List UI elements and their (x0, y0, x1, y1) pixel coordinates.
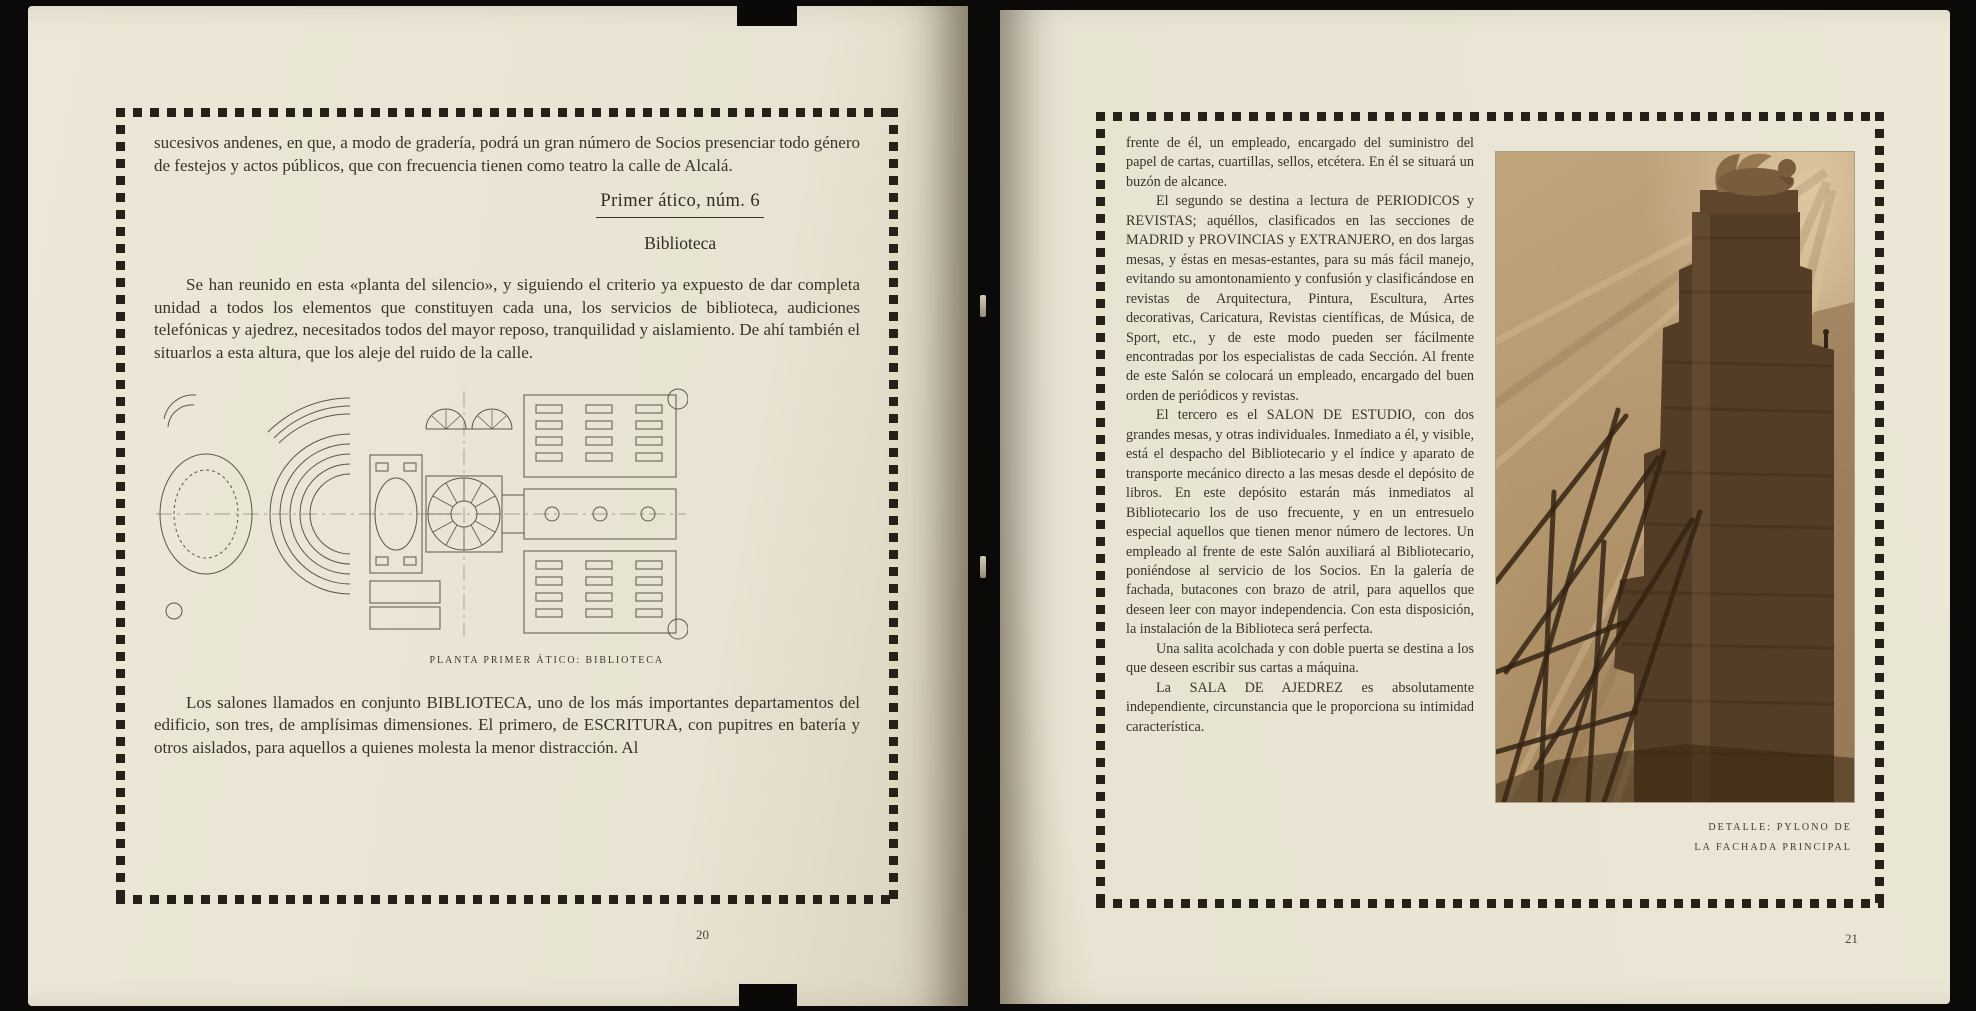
paragraph: El segundo se destina a lectura de PERIO… (1126, 193, 1474, 404)
right-page-dotted-frame: frente de él, un empleado, encargado del… (1096, 112, 1884, 908)
paragraph: Una salita acolchada y con doble puerta … (1126, 640, 1474, 677)
left-page: sucesivos andenes, en que, a modo de gra… (28, 6, 968, 1006)
pylon-photo-image (1496, 152, 1854, 802)
right-page-columns: frente de él, un empleado, encargado del… (1126, 134, 1854, 858)
scan-mark-top (737, 0, 797, 26)
right-page: frente de él, un empleado, encargado del… (1000, 10, 1950, 1004)
binding-staple (980, 556, 986, 578)
paragraph-intro: Se han reunido en esta «planta del silen… (154, 275, 860, 363)
section-subheading: Biblioteca (644, 233, 717, 254)
paragraph: La SALA DE AJEDREZ es absolutamente inde… (1126, 679, 1474, 735)
pylon-photo (1496, 152, 1854, 802)
floor-plan-figure: PLANTA PRIMER ÁTICO: BIBLIOTECA (154, 385, 688, 666)
right-text-column: frente de él, un empleado, encargado del… (1126, 134, 1474, 858)
photo-column: DETALLE: PYLONO DE LA FACHADA PRINCIPAL (1496, 152, 1854, 858)
section-heading-block: Primer ático, núm. 6 Biblioteca (596, 191, 764, 254)
scan-mark-bottom (739, 984, 797, 1011)
paragraph: frente de él, un empleado, encargado del… (1126, 135, 1474, 190)
paragraph: El tercero es el SALON DE ESTUDIO, con d… (1126, 407, 1474, 638)
floor-plan-drawing (156, 388, 688, 640)
paragraph-continuation: sucesivos andenes, en que, a modo de gra… (154, 133, 860, 175)
photo-caption-line1: DETALLE: PYLONO DE (1708, 822, 1852, 833)
page-number-left: 20 (696, 927, 709, 942)
sphinx-sculpture (1700, 153, 1798, 214)
page-number-right: 21 (1845, 931, 1858, 946)
paragraph-salones: Los salones llamados en conjunto BIBLIOT… (154, 692, 860, 757)
section-heading: Primer ático, núm. 6 (596, 191, 764, 219)
binding-staple (980, 295, 986, 317)
floor-plan-caption: PLANTA PRIMER ÁTICO: BIBLIOTECA (429, 654, 664, 666)
left-page-dotted-frame: sucesivos andenes, en que, a modo de gra… (116, 108, 898, 904)
photo-caption-line2: LA FACHADA PRINCIPAL (1694, 842, 1852, 853)
photo-caption: DETALLE: PYLONO DE LA FACHADA PRINCIPAL (1496, 818, 1854, 858)
